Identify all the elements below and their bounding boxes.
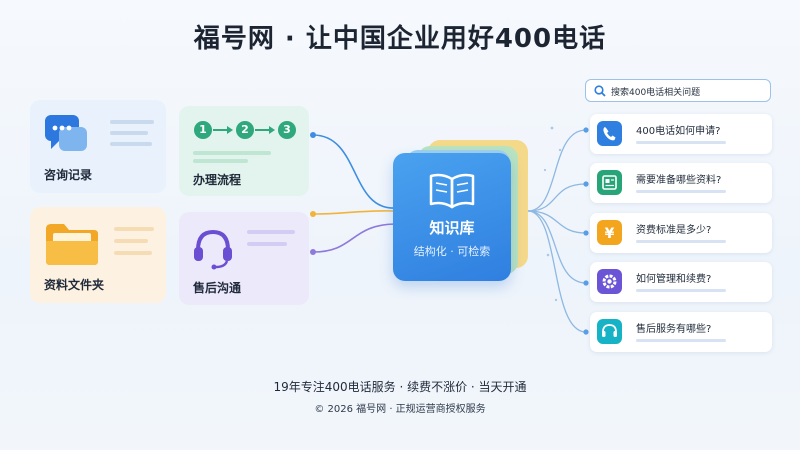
- document-icon: [602, 175, 617, 190]
- search-icon: [594, 85, 606, 97]
- search-placeholder: 搜索400电话相关问题: [611, 88, 701, 98]
- faq-item[interactable]: ¥ 资费标准是多少?: [590, 213, 772, 253]
- placeholder-line: [193, 159, 248, 163]
- footer-copyright: © 2026 福号网 · 正规运营商授权服务: [314, 404, 486, 415]
- placeholder-line: [114, 227, 154, 231]
- faq-icon-bg: [597, 269, 622, 294]
- folder-icon: [46, 224, 98, 265]
- footer-tagline: 19年专注400电话服务 · 续费不涨价 · 当天开通: [273, 380, 527, 394]
- placeholder-line: [636, 240, 726, 243]
- chat-bubble-icon: [45, 115, 87, 151]
- card-after-sales[interactable]: 售后沟通: [179, 212, 309, 305]
- faq-item[interactable]: 需要准备哪些资料?: [590, 163, 772, 203]
- knowledge-base-card[interactable]: 知识库 结构化 · 可检索: [393, 153, 511, 281]
- step-number: 2: [241, 123, 249, 136]
- step-number: 1: [199, 123, 207, 136]
- placeholder-line: [193, 151, 271, 155]
- card-document-folder[interactable]: 资料文件夹: [30, 207, 166, 303]
- placeholder-line: [636, 141, 726, 144]
- kb-subtitle: 结构化 · 可检索: [413, 245, 491, 258]
- card-label: 资料文件夹: [44, 278, 105, 292]
- placeholder-line: [110, 142, 152, 146]
- search-input[interactable]: 搜索400电话相关问题: [585, 79, 771, 102]
- phone-icon: [603, 127, 616, 141]
- placeholder-line: [636, 190, 726, 193]
- page-title: 福号网 · 让中国企业用好400电话: [193, 24, 607, 54]
- faq-item[interactable]: 400电话如何申请?: [590, 114, 772, 154]
- faq-question: 需要准备哪些资料?: [636, 175, 722, 186]
- faq-item[interactable]: 如何管理和续费?: [590, 262, 772, 302]
- placeholder-line: [110, 131, 148, 135]
- card-label: 咨询记录: [44, 168, 93, 182]
- card-label: 售后沟通: [193, 281, 242, 295]
- faq-question: 资费标准是多少?: [636, 225, 712, 236]
- connector-dot: [310, 249, 316, 255]
- placeholder-line: [110, 120, 154, 124]
- connector-dot: [310, 132, 316, 138]
- faq-question: 如何管理和续费?: [636, 274, 712, 285]
- connector-service: [312, 223, 396, 253]
- faq-question: 售后服务有哪些?: [636, 324, 712, 335]
- svg-text:¥: ¥: [605, 226, 615, 242]
- card-consult-records[interactable]: 咨询记录: [30, 100, 166, 193]
- faq-item[interactable]: 售后服务有哪些?: [590, 312, 772, 352]
- card-process-flow[interactable]: 1 2 3 办理流程: [179, 106, 309, 196]
- connector-process: [312, 134, 396, 209]
- card-label: 办理流程: [193, 173, 242, 187]
- faq-icon-bg: [597, 170, 622, 195]
- faq-icon-bg: [597, 121, 622, 146]
- step-flow-icon: [194, 121, 296, 139]
- faq-icon-bg: [597, 319, 622, 344]
- open-book-icon: [429, 173, 475, 209]
- placeholder-line: [114, 251, 152, 255]
- yuan-icon: ¥: [605, 226, 615, 242]
- placeholder-line: [247, 230, 295, 234]
- placeholder-line: [247, 242, 287, 246]
- step-number: 3: [283, 123, 291, 136]
- gear-icon: [602, 274, 617, 289]
- connector-dot: [310, 211, 316, 217]
- placeholder-line: [636, 289, 726, 292]
- placeholder-line: [114, 239, 148, 243]
- kb-title: 知识库: [429, 219, 475, 237]
- placeholder-line: [636, 339, 726, 342]
- headset-icon: [194, 229, 232, 270]
- connector-folder: [312, 210, 396, 215]
- headset-icon: [602, 324, 617, 337]
- faq-question: 400电话如何申请?: [636, 126, 721, 137]
- faq-icon-bg: ¥: [597, 220, 622, 245]
